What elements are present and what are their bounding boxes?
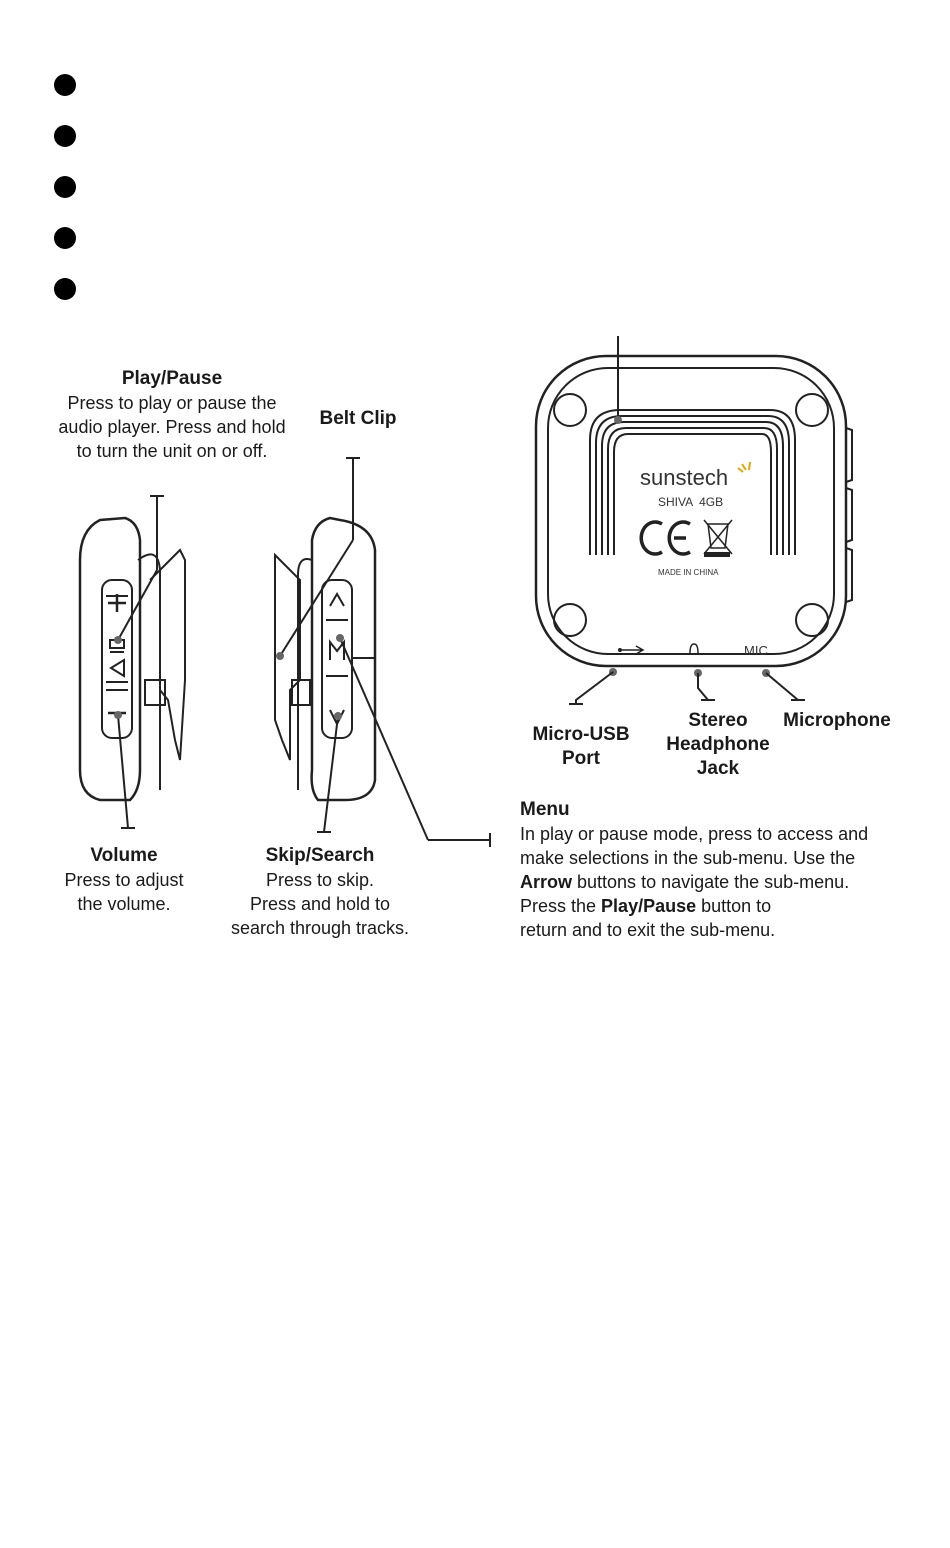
skip-search-label: Skip/Search Press to skip. Press and hol…	[210, 844, 430, 940]
menu-desc-4: Press the Play/Pause button to	[520, 894, 920, 918]
menu-desc-4-rest: button to	[696, 896, 772, 916]
play-pause-desc-3: to turn the unit on or off.	[76, 441, 268, 461]
menu-desc-5: return and to exit the sub-menu.	[520, 920, 776, 940]
stereo-line-1: Stereo	[688, 710, 748, 731]
menu-desc-2: make selections in the sub-menu. Use the	[520, 848, 856, 868]
play-pause-label: Play/Pause Press to play or pause the au…	[48, 367, 296, 463]
bullet-5	[54, 278, 76, 300]
belt-clip-title: Belt Clip	[319, 408, 397, 429]
skip-search-title: Skip/Search	[265, 845, 375, 866]
menu-desc-3: Arrow buttons to navigate the sub-menu.	[520, 870, 920, 894]
volume-title: Volume	[90, 845, 158, 866]
menu-desc-4-pre: Press the	[520, 896, 602, 916]
left-side-view-device	[78, 495, 186, 829]
menu-label: Menu In play or pause mode, press to acc…	[520, 798, 920, 942]
volume-desc-1: Press to adjust	[64, 870, 184, 890]
bullet-1	[54, 74, 76, 96]
belt-clip-label: Belt Clip	[308, 407, 408, 431]
play-pause-title: Play/Pause	[121, 368, 223, 389]
micro-usb-line-1: Micro-USB	[532, 724, 630, 745]
play-pause-desc-2: audio player. Press and hold	[58, 417, 286, 437]
bullet-2	[54, 125, 76, 147]
skip-search-desc-3: search through tracks.	[230, 918, 410, 938]
stereo-line-2: Headphone	[666, 734, 770, 755]
menu-arrow-bold: Arrow	[520, 872, 573, 892]
skip-search-desc-1: Press to skip.	[265, 870, 375, 890]
microphone-title: Microphone	[783, 710, 891, 731]
bullet-3	[54, 176, 76, 198]
microphone-label: Microphone	[778, 709, 896, 733]
menu-desc-3-rest: buttons to navigate the sub-menu.	[572, 872, 850, 892]
play-pause-desc-1: Press to play or pause the	[67, 393, 277, 413]
skip-search-desc-2: Press and hold to	[249, 894, 391, 914]
made-in-text: MADE IN CHINA	[658, 568, 719, 577]
mic-text: MIC	[744, 643, 768, 658]
menu-title: Menu	[520, 799, 570, 820]
stereo-line-3: Jack	[696, 758, 740, 779]
volume-desc-2: the volume.	[77, 894, 171, 914]
menu-desc-1: In play or pause mode, press to access a…	[520, 824, 869, 844]
back-view-device	[534, 336, 853, 705]
menu-play-pause-bold: Play/Pause	[601, 896, 697, 916]
model-text: SHIVA 4GB	[658, 495, 723, 509]
brand-logo-text: sunstech	[640, 465, 728, 490]
middle-side-view-device	[274, 457, 491, 847]
volume-label: Volume Press to adjust the volume.	[44, 844, 204, 916]
bullet-4	[54, 227, 76, 249]
stereo-headphone-label: Stereo Headphone Jack	[658, 709, 778, 781]
micro-usb-label: Micro-USB Port	[526, 723, 636, 771]
micro-usb-line-2: Port	[562, 748, 600, 769]
